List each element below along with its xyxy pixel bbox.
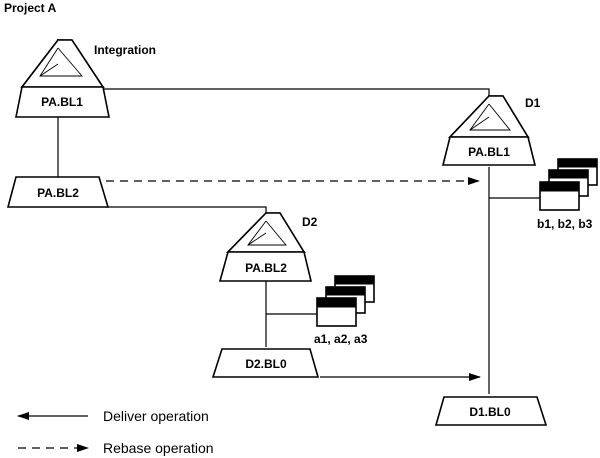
line-integration-to-d2 — [105, 206, 267, 213]
legend-rebase-label: Rebase operation — [103, 440, 214, 456]
d1-foundation-label: PA.BL1 — [468, 145, 510, 159]
d1-activities-label: b1, b2, b3 — [537, 217, 593, 231]
d2-foundation-label: PA.BL2 — [245, 261, 287, 275]
project-title: Project A — [4, 1, 57, 15]
integration-baseline-base — [15, 86, 110, 118]
d1-activity-stack — [539, 158, 598, 211]
line-integration-to-d1 — [103, 88, 490, 99]
d2-baseline-0: D2.BL0 — [211, 348, 320, 378]
d2-stream-name: D2 — [302, 215, 318, 229]
d1-stream-name: D1 — [525, 96, 541, 110]
legend: Deliver operation Rebase operation — [17, 408, 214, 456]
d1-stream-pyramid: PA.BL1 — [441, 94, 537, 166]
d2-activities-label: a1, a2, a3 — [314, 332, 368, 346]
integration-label: Integration — [94, 43, 156, 57]
integration-baseline-label: PA.BL1 — [41, 95, 83, 109]
d2-stream-pyramid: PA.BL2 — [218, 211, 313, 282]
integration-baseline-2: PA.BL2 — [6, 176, 110, 208]
d2-bl0-label: D2.BL0 — [245, 357, 287, 371]
pa-bl2-label: PA.BL2 — [37, 186, 79, 200]
d2-activity-stack — [316, 275, 375, 327]
d1-bl0-label: D1.BL0 — [469, 405, 511, 419]
d1-baseline-0: D1.BL0 — [434, 396, 548, 426]
legend-deliver-label: Deliver operation — [103, 408, 209, 424]
integration-stream-pyramid: PA.BL1 — [15, 38, 110, 118]
